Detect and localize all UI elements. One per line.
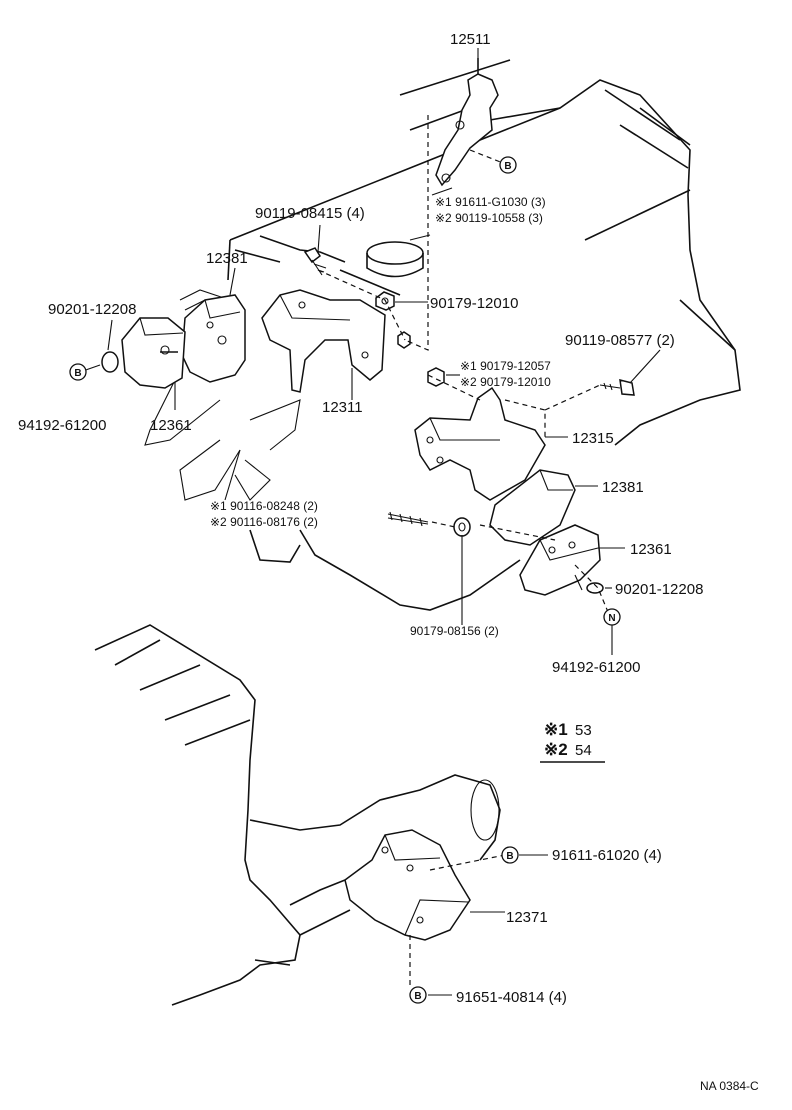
cooling-fan — [144, 289, 301, 501]
dashed-lines — [317, 115, 609, 985]
marker-b-rear-upper: B — [501, 846, 519, 864]
legend-row1-mark: ※1 — [544, 720, 568, 739]
label-12511: 12511 — [450, 31, 491, 48]
bolt-90119-08577 — [599, 379, 635, 396]
legend: ※1 53 ※2 54 — [540, 720, 605, 763]
label-90179-12010: 90179-12010 — [430, 295, 518, 312]
mount-bracket-12381-left — [181, 294, 246, 383]
nut-90179-12057 — [427, 367, 445, 387]
label-91611-61020: 91611-61020 (4) — [552, 847, 662, 864]
label-90119-10558: ※2 90119-10558 (3) — [435, 211, 543, 225]
oil-filler-cap — [366, 241, 424, 278]
label-90116-08176: ※2 90116-08176 (2) — [210, 515, 318, 529]
stud-90116 — [387, 511, 429, 527]
label-90201-12208-right: 90201-12208 — [615, 581, 703, 598]
label-12381-top: 12381 — [206, 250, 248, 267]
label-94192-61200-right: 94192-61200 — [552, 659, 640, 676]
svg-text:B: B — [506, 851, 513, 862]
washer-right — [586, 582, 604, 594]
svg-text:N: N — [608, 613, 615, 624]
label-90201-12208-left: 90201-12208 — [48, 301, 136, 318]
svg-text:B: B — [414, 991, 421, 1002]
engine-mount-bracket-12311 — [261, 289, 386, 393]
label-94192-61200-left: 94192-61200 — [18, 417, 106, 434]
label-91611-g1030: ※1 91611-G1030 (3) — [435, 195, 546, 209]
rear-mount-12371 — [344, 829, 471, 941]
engine-mount-bracket-12315 — [414, 386, 546, 501]
label-90179-12057: ※1 90179-12057 — [460, 359, 551, 373]
label-12311: 12311 — [322, 399, 363, 416]
engine-hanger-12511 — [435, 58, 499, 187]
marker-b-top: B — [499, 156, 517, 174]
label-90179-08156: 90179-08156 (2) — [410, 624, 499, 638]
label-12361-right: 12361 — [630, 541, 672, 558]
label-90179-12010-b: ※2 90179-12010 — [460, 375, 551, 389]
engine-block-outline — [227, 59, 741, 611]
nut-90179-08156 — [453, 517, 471, 537]
label-90119-08577: 90119-08577 (2) — [565, 332, 675, 349]
label-12315: 12315 — [572, 430, 614, 447]
legend-row1-value: 53 — [575, 722, 592, 739]
leader-lines — [79, 48, 661, 996]
bolt-90119-08415 — [303, 247, 327, 276]
marker-b-left: B — [69, 363, 87, 381]
label-90116-08248: ※1 90116-08248 (2) — [210, 499, 318, 513]
label-90119-08415: 90119-08415 (4) — [255, 205, 365, 222]
label-91651-40814: 91651-40814 (4) — [456, 989, 567, 1006]
legend-row2-value: 54 — [575, 742, 592, 759]
mount-insulator-12361-right — [519, 524, 601, 596]
label-12371: 12371 — [506, 909, 548, 926]
svg-text:B: B — [74, 368, 81, 379]
marker-b-rear-lower: B — [409, 986, 427, 1004]
washer-left — [101, 351, 119, 373]
transmission-outline — [94, 624, 501, 1006]
figure-code: NA 0384-C — [700, 1079, 759, 1093]
svg-text:B: B — [504, 161, 511, 172]
marker-n-right: N — [603, 608, 621, 626]
nut-small — [397, 331, 411, 349]
label-12361-left: 12361 — [150, 417, 192, 434]
legend-row2-mark: ※2 — [544, 740, 568, 759]
mount-bracket-12381-right — [489, 469, 576, 546]
label-12381-right: 12381 — [602, 479, 644, 496]
mount-insulator-12361-left — [121, 317, 186, 389]
